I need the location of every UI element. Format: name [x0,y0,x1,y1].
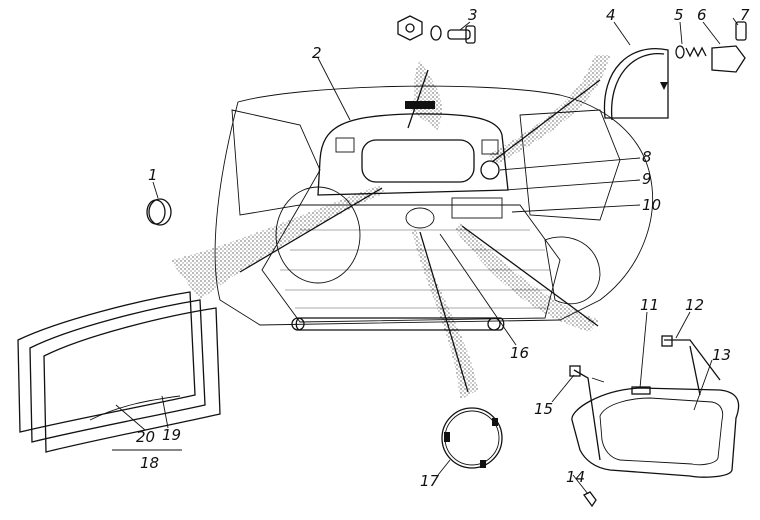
callout-19: 19 [162,426,181,444]
callout-12: 12 [685,296,704,314]
bumper-bolt-right [487,317,501,331]
part-side-window [17,291,221,453]
left-side-panel [231,109,321,216]
callout-4: 4 [606,6,616,24]
tail-cover [488,55,610,165]
floor-area [261,204,561,323]
callout-11: 11 [640,296,659,314]
tail-seat [455,222,600,332]
part-spring-nut-pin [675,21,747,73]
callout-10: 10 [642,196,661,214]
callout-17: 17 [420,472,440,490]
rear-window-frame [317,113,509,196]
part-bolt-set [397,15,476,44]
left-rear-light [335,137,355,153]
rear-bumper [295,317,505,331]
rear-window-glass [361,139,475,183]
part-seat [569,335,740,508]
callout-labels: 1 2 3 4 5 6 7 8 9 10 11 12 13 14 15 16 1… [136,6,750,490]
callout-5: 5 [674,6,684,24]
callout-20: 20 [136,428,155,446]
callout-1: 1 [148,166,158,184]
callout-7: 7 [740,6,750,24]
callout-9: 9 [642,170,652,188]
floor-hatch [451,197,503,219]
callout-3: 3 [468,6,478,24]
part-cover [603,48,669,121]
callout-18: 18 [140,454,159,472]
callout-8: 8 [642,148,652,166]
callout-6: 6 [697,6,707,24]
callout-2: 2 [312,44,322,62]
callout-tails [170,55,610,400]
part-plug [146,198,172,226]
tail-glass [170,185,385,300]
tail-top [410,60,442,130]
callout-13: 13 [712,346,731,364]
leader-lines [112,17,739,495]
callout-15: 15 [534,400,553,418]
dome-lamp [480,160,500,180]
callout-16: 16 [510,344,529,362]
bumper-bolt-left [291,317,305,331]
part-ring [441,407,503,469]
filler-cover [405,207,435,229]
callout-14: 14 [566,468,585,486]
right-side-panel [519,109,621,221]
